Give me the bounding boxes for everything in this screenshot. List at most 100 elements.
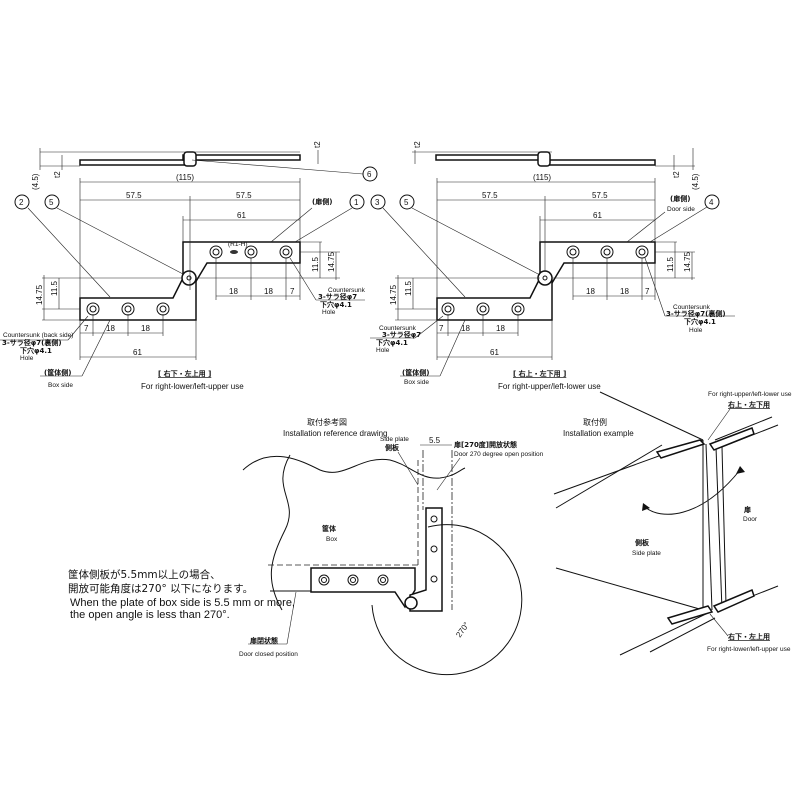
dim-pitch: 18 [229,287,238,296]
door-label: Door [743,516,758,523]
dim-pitch: 18 [620,287,629,296]
box-label-jp: 筐体 [322,524,337,533]
dim-upper-length: 61 [237,211,246,220]
side-plate-label: Side plate [380,436,409,443]
door-open-label: Door 270 degree open position [454,451,544,458]
thickness-dim: (4.5) [31,173,40,190]
countersunk-label: Countersunk [379,325,417,332]
side-plate-label: Side plate [632,550,661,557]
door-closed-label: Door closed position [239,651,298,658]
lower-leaf [436,279,553,321]
pilot-hole-jp: 下穴φ4.1 [320,300,352,309]
box-side-label-jp: (筐体側) [402,368,429,377]
dim-half-left: 57.5 [126,191,142,200]
dim-half-left: 57.5 [482,191,498,200]
note-jp-line2: 開放可能角度は270° 以下になります。 [68,582,253,595]
dim-height: 11.5 [311,256,320,272]
t2-dim: t2 [313,141,322,148]
dim-pitch: 18 [141,324,150,333]
lower-use-label-jp: 右下・左上用 [727,632,770,641]
hole-spec-jp: 3-サラ径φ7 [318,292,357,301]
dim-height: 11.5 [50,280,59,296]
dim-overall: (115) [533,173,551,182]
dim-height: 14.75 [389,284,398,305]
reference-title-jp: 取付参考図 [307,417,347,427]
callout-5: 5 [49,198,54,207]
door-swing-arrow [644,469,741,515]
upper-hinge-icon [655,427,755,459]
left-hinge-drawing: (4.5) t2 t2 (R1-H) [0,141,378,391]
use-label: For right-lower/left-upper use [141,382,244,391]
use-label: For right-upper/left-lower use [498,382,601,391]
t2-dim: t2 [672,171,681,178]
upper-use-label: For right-upper/left-lower use [708,391,792,398]
door-side-label-jp: (扉側) [670,194,690,203]
dim-edge: 7 [439,324,444,333]
t2-dim: t2 [53,171,62,178]
use-label-jp: [ 右下・左上用 ] [158,369,211,378]
example-title-jp: 取付例 [583,417,607,427]
dim-lower-length: 61 [133,348,142,357]
hole-label: Hole [322,309,336,316]
reference-title: Installation reference drawing [283,429,388,438]
installation-example-drawing: 取付例 Installation example For [553,391,792,656]
installation-reference-drawing: 取付参考図 Installation reference drawing 270… [68,417,544,676]
box-side-label-jp: (筐体側) [44,368,71,377]
thickness-dim: (4.5) [691,173,700,190]
lower-hinge-icon [666,588,755,625]
part-stamp: (R1-H) [228,241,248,248]
callout-6: 6 [367,170,372,179]
dim-pitch: 18 [586,287,595,296]
callout-2: 2 [19,198,24,207]
hole-spec-jp: 3-サラ径φ7 [382,330,421,339]
note-line1: When the plate of box side is 5.5 mm or … [70,597,295,609]
dim-pitch: 18 [461,324,470,333]
pilot-hole-jp: 下穴φ4.1 [684,317,716,326]
lower-leaf [79,279,197,321]
dim-height: 11.5 [404,280,413,296]
pivot-pin [181,270,197,286]
note-jp-line1: 筐体側板が5.5mm以上の場合、 [68,568,221,581]
callout-5: 5 [404,198,409,207]
box-side-label: Box side [404,379,429,386]
box-side-label: Box side [48,382,73,389]
door-open-label-jp: 扉[270度]開放状態 [453,440,517,449]
dim-height: 14.75 [327,251,336,272]
right-side-view: (4.5) t2 t2 [412,141,700,190]
hole-label: Hole [20,355,34,362]
dim-edge: 7 [84,324,89,333]
dim-edge: 7 [645,287,650,296]
closed-hinge-leaf [310,567,416,609]
door-side-label: Door side [667,206,695,213]
pivot-pin [537,270,553,286]
hole-spec-jp: 3-サラ径φ7(裏側) [666,309,726,318]
callout-1: 1 [354,198,359,207]
pilot-hole-jp: 下穴φ4.1 [376,338,408,347]
door-label-jp: 扉 [743,505,751,514]
lower-use-label: For right-lower/left-upper use [707,646,791,653]
note-line2: the open angle is less than 270°. [70,609,230,621]
callout-3: 3 [375,198,380,207]
dim-lower-length: 61 [490,348,499,357]
right-hinge-drawing: (4.5) t2 t2 [370,141,735,391]
dim-height: 11.5 [666,256,675,272]
upper-use-label-jp: 右上・左下用 [727,400,770,409]
t2-dim: t2 [413,141,422,148]
dim-edge: 7 [290,287,295,296]
use-label-jp: [ 右上・左下用 ] [513,369,566,378]
side-plate-label-jp: 側板 [634,538,650,547]
rotation-arc [371,524,523,676]
countersunk-label: Countersunk [673,304,711,311]
hole-label: Hole [376,347,390,354]
dim-pitch: 18 [106,324,115,333]
open-hinge-leaf [409,507,443,612]
right-dimension-lines [395,178,695,360]
left-dimension-lines [42,178,340,360]
dim-pitch: 18 [264,287,273,296]
angle-label: 270° [454,620,471,639]
callout-4: 4 [709,198,714,207]
side-plate-label-jp: 側板 [384,443,400,452]
door-closed-label-jp: 扉閉状態 [249,636,278,645]
dim-height: 14.75 [683,251,692,272]
